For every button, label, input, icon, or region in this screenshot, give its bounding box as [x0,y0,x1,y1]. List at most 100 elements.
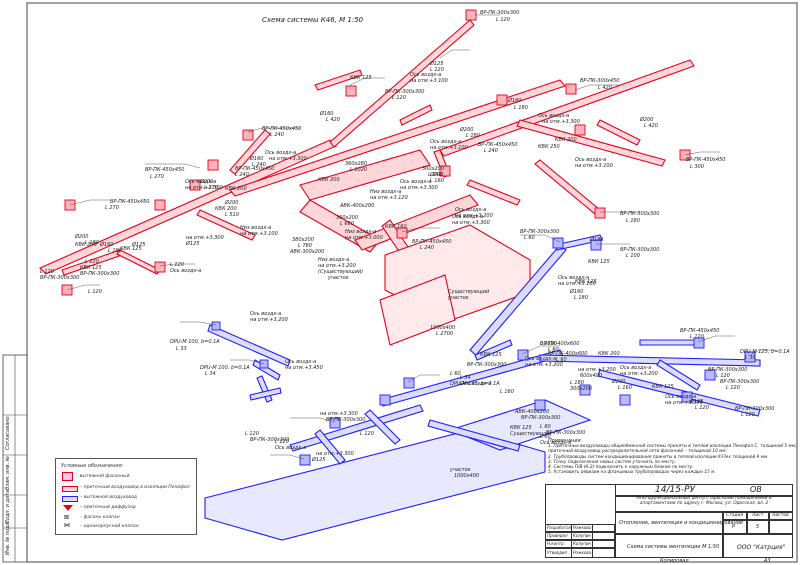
duct-annotation: на отм.+3.200 [620,371,658,377]
exhaust-grille [211,321,221,331]
duct-annotation: на отм.+3.200 [318,263,356,269]
duct-annotation: L 270 [105,205,119,211]
role-developer: Разработал [547,525,572,530]
duct-annotation: Ось воздх-а [410,72,442,78]
duct-annotation: Ось воздх-а [265,150,297,156]
duct-annotation: L 120 [88,289,102,295]
duct-annotation: АВК-400х200 [515,409,550,415]
duct-annotation: КВК 125 [510,425,532,431]
duct-annotation: Существующий [448,289,490,295]
duct-annotation: КВК 200 [598,351,620,357]
duct-annotation: L 120 [245,431,259,437]
project-name: Многофункциональный центр с офисными пом… [636,496,772,506]
duct-annotation: участок [328,275,349,281]
duct-annotation: L 240 [484,148,498,154]
duct-annotation: L 660 [340,221,354,227]
duct-annotation: 300х200 [422,166,445,172]
duct-annotation: Ось воздх-а [540,440,572,446]
duct-annotation: ВР-ПК-450х450 [235,166,275,172]
duct-annotation: на отм.+3.300 [665,400,703,406]
duct-annotation: Ось воздх-а [460,381,492,387]
legend-item: – приточный диффузор [80,505,136,510]
supply-diffuser [439,165,451,177]
valve-icon: ⋈ [64,522,70,529]
duct-annotation: Ось воздх-а [275,445,307,451]
notes-line: 2. Трубопроводы систем кондиционирования… [548,454,769,460]
legend-item: – вытяжной фасонный [76,474,130,479]
exhaust-duct-riser [469,244,567,356]
duct-annotation: L 180 [85,240,99,246]
duct-annotation: АВК-300х200 [290,249,325,255]
duct-annotation: Ø200 [225,200,239,206]
duct-annotation: КВК 125 [480,352,502,358]
supply-duct-right-branch [516,119,666,167]
duct-annotation: на отм.+3.100 [240,231,278,237]
duct-annotation: Ø180 [590,237,604,243]
duct-annotation: ВР-ПК-300х300 [520,229,560,235]
duct-annotation: Низ воздх-а [370,189,402,195]
duct-annotation: КВК 125 [80,265,102,271]
side-stamp-approved: Согласовано [5,416,11,450]
notes-line: 4. Системы П/В (К.2) подключить к наружн… [548,465,694,471]
duct-annotation: L 60 [540,434,551,440]
duct-annotation: L 160 [618,385,632,391]
supply-diffuser [465,9,477,21]
notes-line: приточный воздуховод распределительной с… [548,449,727,455]
legend-item: – фасонь-клапан [80,515,120,520]
stage-header: Стадия [726,513,744,518]
duct-annotation: L 2700 [436,331,454,337]
duct-annotation: Ось воздх-а [400,179,432,185]
duct-annotation: L 180 [108,248,122,254]
duct-annotation: Ось воздх-а [665,394,697,400]
duct-annotation: ВР-ПК-300х300 [80,271,120,277]
sheet-code: ОВ [750,485,762,494]
duct-annotation: на отм.+3.000 [345,235,383,241]
duct-annotation: 300х200 [570,386,593,392]
duct-annotation: Ось воздх-а [452,214,484,220]
duct-annotation: L 34 [460,375,471,381]
supply-diffuser [496,94,508,106]
duct-annotation: L 270 [204,185,218,191]
exhaust-grille [299,454,311,466]
duct-annotation: КВК 125 [575,279,597,285]
duct-annotation: L 420 [326,117,340,123]
duct-annotation: L 180 [626,218,640,224]
duct-annotation: ВР-ПК-300х300 [546,430,586,436]
duct-annotation: на отм.+3.200 [578,367,616,373]
supply-diffuser [396,227,408,239]
duct-annotation: 1000х400 [430,325,456,331]
duct-annotation: ВР-ПК-300х300 [480,10,520,16]
duct-annotation: L 120 [716,373,730,379]
duct-annotation: Ø200 [430,172,444,178]
name-norm-control: Колупин [573,541,592,546]
duct-annotation: L 780 [298,243,312,249]
duct-annotation: L 420 [598,85,612,91]
duct-annotation: L 120 [430,67,444,73]
supply-duct-upper-main [229,79,566,197]
duct-annotation: КВК 125 [588,259,610,265]
supply-diffuser [154,199,166,211]
supply-duct-existing-section [379,274,456,346]
legend-swatch-supply [62,486,78,492]
notes-heading: Примечания [548,438,581,444]
duct-annotation: Ось воздх-а [185,179,217,185]
notes-line: 5. Установить ревизии на фланцевых трубо… [548,470,716,476]
exhaust-grille [329,417,341,429]
duct-annotation: Ось воздх-а [430,139,462,145]
duct-annotation: Ось воздх-а [538,113,570,119]
duct-annotation: КВК 200 [215,206,237,212]
duct-annotation: L 120 [85,259,99,265]
drawing-name: Схема системы вентиляции М 1:50 [627,544,720,550]
exhaust-duct-network [204,234,761,541]
duct-annotation: Низ воздх-а [345,229,377,235]
duct-annotation: ВР-ПК-450х450 [686,157,726,163]
duct-annotation: ВР-ПК-300х300 [620,247,660,253]
legend-item: – приточный воздуховод в изоляции Пенофо… [80,485,190,490]
duct-annotation: L 240 [270,132,284,138]
duct-annotation: L 60 [524,235,535,241]
duct-annotation: ВР-ПК-450х450 [110,199,150,205]
supply-duct-top-branch [314,69,363,91]
duct-annotation: DPU-M 125, b=0.1А [740,349,790,355]
duct-annotation: Ø160 [320,111,334,117]
